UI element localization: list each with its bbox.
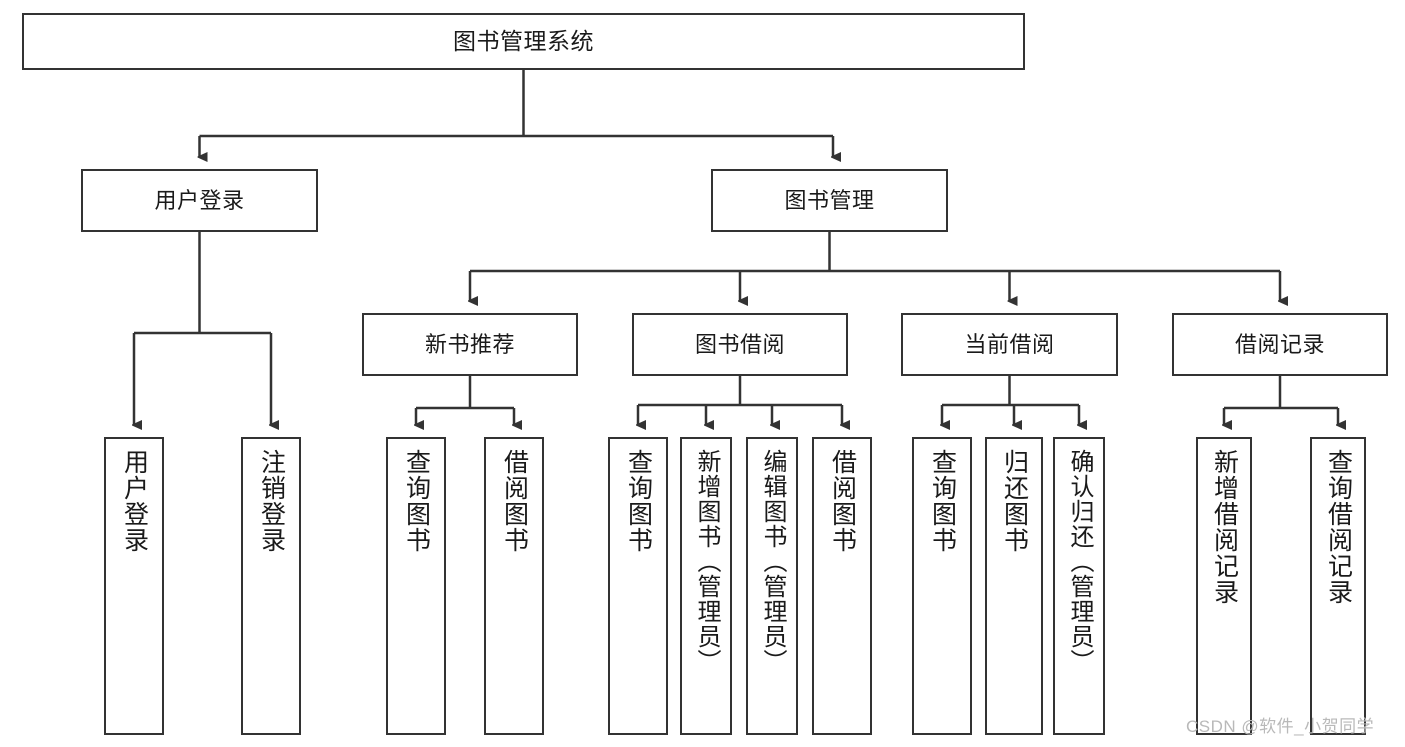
node-leaf-return-book-label: 归还图书: [1000, 449, 1029, 553]
node-leaf-add-book[interactable]: 新增图书（管理员）: [680, 437, 732, 735]
node-leaf-add-book-label: 新增图书（管理员）: [692, 449, 720, 674]
node-leaf-confirm-return[interactable]: 确认归还（管理员）: [1053, 437, 1105, 735]
node-leaf-query-book-2[interactable]: 查询图书: [608, 437, 668, 735]
node-current-borrow-label: 当前借阅: [964, 331, 1055, 357]
node-root-label: 图书管理系统: [453, 27, 594, 54]
node-new-book-rec-label: 新书推荐: [424, 331, 515, 357]
node-leaf-query-book-2-label: 查询图书: [624, 449, 653, 553]
node-leaf-edit-book[interactable]: 编辑图书（管理员）: [746, 437, 798, 735]
node-leaf-user-login-label: 用户登录: [120, 449, 149, 553]
node-leaf-add-record[interactable]: 新增借阅记录: [1196, 437, 1252, 735]
node-user-login[interactable]: 用户登录: [81, 169, 318, 232]
csdn-watermark: CSDN @软件_小贺同学: [1186, 717, 1375, 736]
node-leaf-user-logout[interactable]: 注销登录: [241, 437, 301, 735]
node-leaf-borrow-book-2-label: 借阅图书: [828, 449, 857, 553]
node-user-login-label: 用户登录: [154, 187, 245, 213]
node-leaf-borrow-book-1[interactable]: 借阅图书: [484, 437, 544, 735]
node-root[interactable]: 图书管理系统: [22, 13, 1025, 70]
node-book-borrow-label: 图书借阅: [694, 331, 785, 357]
node-leaf-query-book-3-label: 查询图书: [928, 449, 957, 553]
node-book-borrow[interactable]: 图书借阅: [632, 313, 848, 376]
node-new-book-rec[interactable]: 新书推荐: [362, 313, 578, 376]
node-book-manage[interactable]: 图书管理: [711, 169, 948, 232]
node-leaf-borrow-book-1-label: 借阅图书: [500, 449, 529, 553]
node-leaf-user-logout-label: 注销登录: [257, 449, 286, 553]
node-book-manage-label: 图书管理: [784, 187, 875, 213]
node-leaf-confirm-return-label: 确认归还（管理员）: [1065, 449, 1093, 674]
node-leaf-query-record-label: 查询借阅记录: [1324, 449, 1353, 605]
node-leaf-user-login[interactable]: 用户登录: [104, 437, 164, 735]
node-borrow-record[interactable]: 借阅记录: [1172, 313, 1388, 376]
node-leaf-return-book[interactable]: 归还图书: [985, 437, 1043, 735]
node-borrow-record-label: 借阅记录: [1234, 331, 1325, 357]
node-leaf-edit-book-label: 编辑图书（管理员）: [758, 449, 786, 674]
node-current-borrow[interactable]: 当前借阅: [901, 313, 1118, 376]
node-leaf-borrow-book-2[interactable]: 借阅图书: [812, 437, 872, 735]
node-leaf-query-book-1[interactable]: 查询图书: [386, 437, 446, 735]
node-leaf-query-book-3[interactable]: 查询图书: [912, 437, 972, 735]
node-leaf-query-book-1-label: 查询图书: [402, 449, 431, 553]
node-leaf-add-record-label: 新增借阅记录: [1210, 449, 1239, 605]
node-leaf-query-record[interactable]: 查询借阅记录: [1310, 437, 1366, 735]
